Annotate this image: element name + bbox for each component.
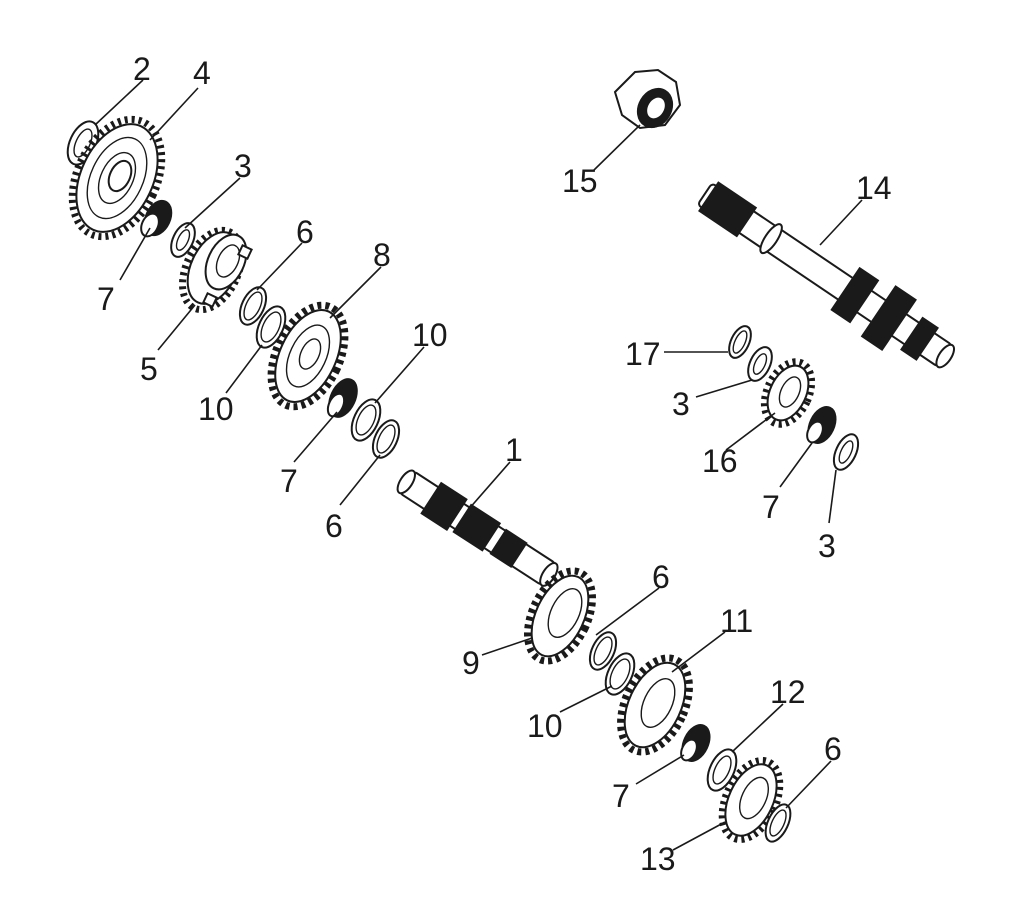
main-shaft-part-1 (396, 469, 559, 587)
callout-7: 7 (762, 489, 780, 525)
callout-12: 12 (770, 674, 806, 710)
callout-4: 4 (193, 55, 211, 91)
callout-13: 13 (640, 841, 676, 877)
callout-16: 16 (702, 443, 738, 479)
gear-part-11 (617, 654, 693, 756)
leader-lines (94, 79, 863, 851)
callout-17: 17 (625, 336, 661, 372)
circlip-part-6-d (764, 803, 792, 843)
large-gear-part-4 (68, 115, 166, 241)
needle-bearing-part-7-c (806, 406, 837, 444)
output-shaft-part-14 (698, 181, 956, 369)
callout-7: 7 (612, 778, 630, 814)
callout-6: 6 (652, 559, 670, 595)
circlip-part-6-c (588, 631, 618, 671)
dog-gear-part-5 (178, 226, 253, 314)
nut-part-15 (613, 68, 682, 130)
gear-part-9 (524, 567, 596, 665)
washer-part-12 (706, 748, 738, 792)
callout-3: 3 (234, 148, 252, 184)
splined-washer-part-10-b (350, 398, 382, 442)
callout-6: 6 (325, 508, 343, 544)
needle-bearing-part-7-b (326, 378, 358, 418)
needle-bearing-part-7-a (140, 199, 173, 238)
callout-10: 10 (412, 317, 448, 353)
callout-7: 7 (280, 463, 298, 499)
washer-part-3-b (747, 346, 773, 382)
callout-15: 15 (562, 163, 598, 199)
callout-5: 5 (140, 351, 158, 387)
callout-1: 1 (505, 432, 523, 468)
callout-3: 3 (818, 528, 836, 564)
circlip-part-6-a (238, 286, 268, 326)
gear-part-16 (760, 358, 816, 428)
callout-6: 6 (824, 731, 842, 767)
callout-8: 8 (373, 237, 391, 273)
callout-10: 10 (198, 391, 234, 427)
callout-11: 11 (720, 603, 753, 639)
washer-part-3-a (170, 222, 196, 258)
callout-7: 7 (97, 281, 115, 317)
needle-bearing-part-7-d (680, 724, 711, 762)
callout-2: 2 (133, 51, 151, 87)
callout-9: 9 (462, 645, 480, 681)
gear-part-8 (267, 301, 349, 411)
callout-labels: 2 4 3 7 6 8 5 10 10 7 6 1 15 14 17 3 16 … (97, 51, 892, 877)
circlip-part-17 (728, 325, 752, 359)
splined-washer-part-10-c (604, 652, 636, 696)
callout-10: 10 (527, 708, 563, 744)
callout-3: 3 (672, 386, 690, 422)
washer-part-3-c (832, 433, 860, 471)
callout-14: 14 (856, 170, 892, 206)
callout-6: 6 (296, 214, 314, 250)
